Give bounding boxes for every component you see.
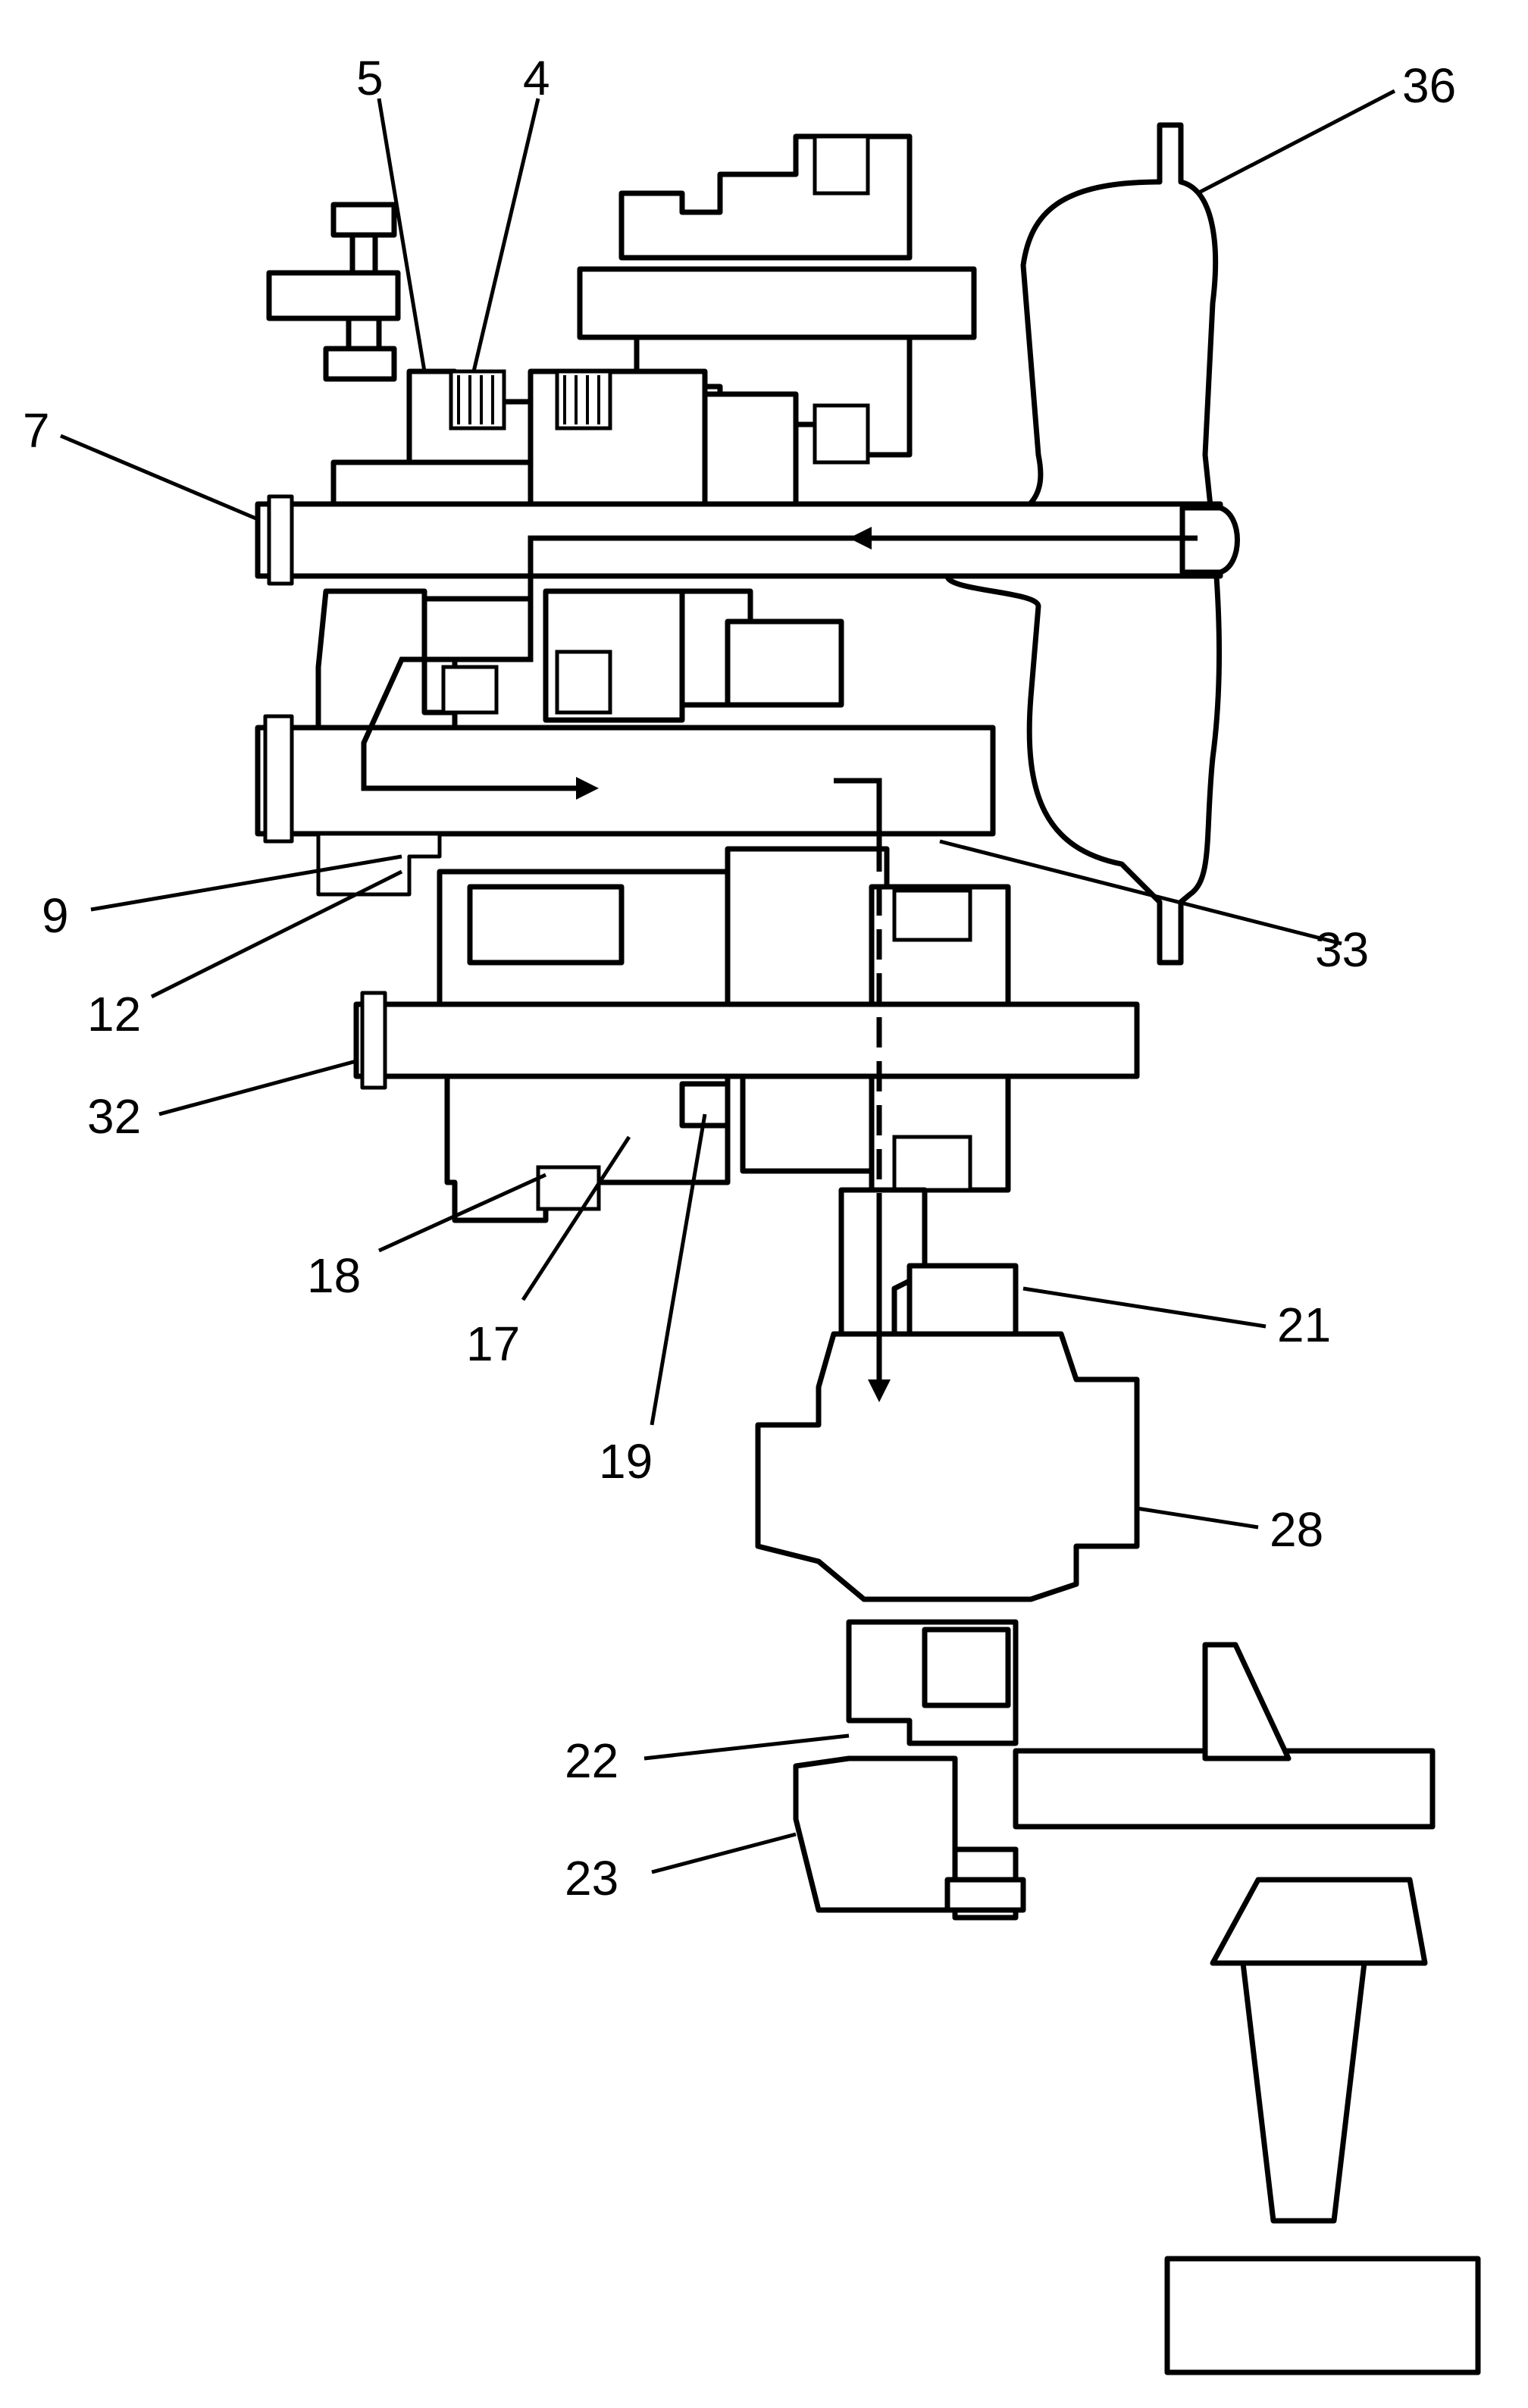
output-shaft-lower-assembly <box>444 1073 1011 1223</box>
output-shaft-upper-assembly <box>437 846 1011 1007</box>
upper-idler-gear <box>266 202 401 382</box>
clutch-packs-upper <box>449 134 870 465</box>
callout-32: 32 <box>87 1089 141 1144</box>
callout-33: 33 <box>1315 922 1369 977</box>
callout-9: 9 <box>42 888 69 943</box>
leader-lines <box>60 89 1396 1874</box>
differential-side-gears <box>846 1619 1019 1746</box>
upper-shaft-assembly <box>330 133 977 507</box>
callout-28: 28 <box>1270 1502 1323 1557</box>
callout-7: 7 <box>23 403 50 458</box>
callout-17: 17 <box>466 1317 520 1371</box>
output-shaft <box>353 991 1140 1090</box>
differential-case <box>755 1331 1140 1602</box>
callout-5: 5 <box>356 51 384 105</box>
right-angle-drive <box>1164 1642 1481 2375</box>
callout-12: 12 <box>87 987 141 1041</box>
callout-4: 4 <box>523 51 550 105</box>
callout-labels: 36 5 4 7 9 12 33 32 18 17 19 21 28 22 23 <box>23 51 1456 1905</box>
transfer-gear <box>838 1187 1019 1341</box>
clutch-plates-4-5 <box>457 375 600 424</box>
callout-18: 18 <box>307 1248 361 1303</box>
axle-shaft <box>793 1748 1436 1921</box>
callout-19: 19 <box>599 1434 653 1489</box>
power-flow-path <box>361 527 1198 1402</box>
callout-21: 21 <box>1277 1298 1331 1352</box>
callout-22: 22 <box>565 1733 618 1788</box>
intermediate-shaft-gears <box>315 588 844 897</box>
callout-23: 23 <box>565 1851 618 1905</box>
callout-36: 36 <box>1402 58 1456 113</box>
